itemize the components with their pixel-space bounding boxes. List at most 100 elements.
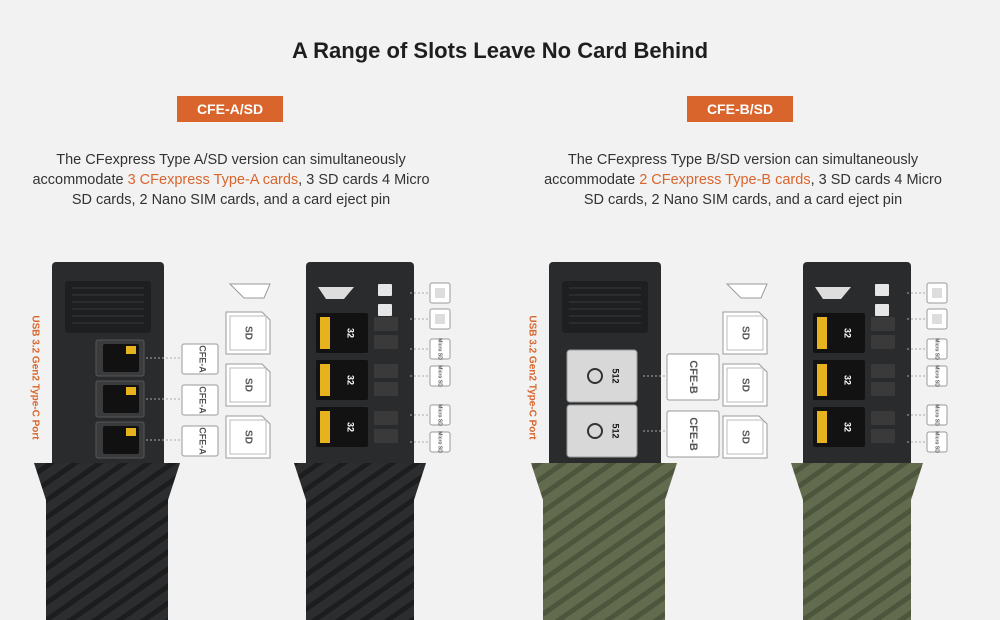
- description-text: The CFexpress Type A/SD version can simu…: [32, 152, 406, 188]
- card-outlines: CFE-B CFE-B SD SD SD: [666, 283, 768, 459]
- sd-outline-label: SD: [242, 378, 253, 392]
- sim-chip-icon: [435, 314, 445, 324]
- description-text: , 3 SD cards 4 Micro SD cards, 2 Nano SI…: [583, 172, 942, 208]
- description-highlight: 2 CFexpress Type-B cards: [639, 172, 811, 188]
- sd-outline-inner: [726, 315, 764, 351]
- card-label-sticker: [126, 387, 136, 395]
- sd-outline-inner: [229, 367, 267, 403]
- cfe-a-outline: [181, 425, 219, 457]
- grip-shape: [791, 463, 923, 620]
- cfe-b-outline-label: CFE-B: [687, 417, 699, 451]
- grip-shape: [34, 463, 180, 620]
- sd-outline: [722, 363, 768, 407]
- sd-outline-label: SD: [739, 326, 750, 340]
- micro-sd-slot: [374, 411, 398, 425]
- cfe-a-outline: [181, 343, 219, 375]
- sd-card-text: 32: [346, 422, 356, 432]
- micro-sd-outline: [926, 431, 948, 453]
- description-cfe-a: The CFexpress Type A/SD version can simu…: [21, 150, 441, 210]
- micro-sd-outline: [429, 338, 451, 360]
- sd-outline-inner: [726, 419, 764, 455]
- sd-card-text: 32: [843, 422, 853, 432]
- sd-outline-label: SD: [739, 430, 750, 444]
- micro-sd-slot: [871, 364, 895, 378]
- micro-sd-outline-label: Micro SD: [437, 404, 443, 426]
- cfe-b-outline: [666, 353, 720, 401]
- cfe-a-outline-label: CFE-A: [198, 345, 208, 373]
- description-text: , 3 SD cards 4 Micro SD cards, 2 Nano SI…: [71, 172, 430, 208]
- micro-sd-outline-label: Micro SD: [934, 431, 940, 453]
- card-label-sticker: [126, 428, 136, 436]
- card-logo-icon: [587, 368, 603, 384]
- micro-sd-slot: [871, 411, 895, 425]
- sd-card-text: 32: [346, 328, 356, 338]
- reader-front-grip: [34, 463, 180, 620]
- sim-chip-icon: [435, 288, 445, 298]
- micro-sd-outline: [926, 404, 948, 426]
- micro-sd-outline: [926, 338, 948, 360]
- card-label-sticker: [126, 346, 136, 354]
- cfe-a-outline-label: CFE-A: [198, 427, 208, 455]
- micro-sd-outline-label: Micro SD: [934, 338, 940, 360]
- grip-shape: [531, 463, 677, 620]
- micro-sd-outline-label: Micro SD: [934, 365, 940, 387]
- reader-front-grip: [531, 463, 677, 620]
- reader-back-grip: [294, 463, 426, 620]
- small-card-outlines: Micro SD Micro SD Micro SD Micro SD: [907, 282, 948, 453]
- page-title: A Range of Slots Leave No Card Behind: [291, 38, 709, 63]
- sd-outline: [722, 415, 768, 459]
- micro-sd-slot: [871, 317, 895, 331]
- micro-sd-slot: [374, 335, 398, 349]
- card-logo-icon: [587, 423, 603, 439]
- eject-pin: [318, 287, 354, 299]
- sim-card: [378, 304, 392, 316]
- micro-sd-outline-label: Micro SD: [934, 404, 940, 426]
- eject-pin-outline: [228, 283, 271, 299]
- micro-sd-slot: [374, 382, 398, 396]
- sim-card: [378, 284, 392, 296]
- sd-card-stripe: [817, 411, 827, 443]
- sd-card-stripe: [817, 364, 827, 396]
- eject-pin-outline: [725, 283, 768, 299]
- sd-outline-label: SD: [739, 378, 750, 392]
- sd-card-text: 32: [346, 375, 356, 385]
- sd-outline-inner: [726, 367, 764, 403]
- sim-card: [875, 284, 889, 296]
- sd-card-stripe: [817, 317, 827, 349]
- sd-outline-label: SD: [242, 430, 253, 444]
- sd-card-stripe: [320, 364, 330, 396]
- reader-back: 32 32 32: [306, 262, 414, 467]
- description-cfe-b: The CFexpress Type B/SD version can simu…: [533, 150, 953, 210]
- micro-sd-slot: [374, 317, 398, 331]
- micro-sd-outline-label: Micro SD: [437, 338, 443, 360]
- sd-card-text: 32: [843, 375, 853, 385]
- cfe-a-outline-label: CFE-A: [198, 386, 208, 414]
- sd-outline: [722, 311, 768, 355]
- sim-chip-icon: [932, 314, 942, 324]
- cfe-b-outline: [666, 410, 720, 458]
- cfe-b-outline-label: CFE-B: [687, 360, 699, 394]
- card-outlines: CFE-A CFE-A CFE-A SD SD SD: [181, 283, 271, 459]
- sd-outline: [225, 311, 271, 355]
- reader-back: 32 32 32: [803, 262, 911, 467]
- grip-shape: [294, 463, 426, 620]
- sd-outline-label: SD: [242, 326, 253, 340]
- micro-sd-slot: [871, 382, 895, 396]
- eject-pin: [815, 287, 851, 299]
- cfe-b-card-text: 512: [611, 423, 621, 438]
- sd-outline: [225, 363, 271, 407]
- micro-sd-outline: [429, 431, 451, 453]
- sim-chip-icon: [932, 288, 942, 298]
- sd-card-stripe: [320, 411, 330, 443]
- reader-front: [52, 262, 182, 467]
- micro-sd-slot: [374, 429, 398, 443]
- micro-sd-slot: [871, 429, 895, 443]
- sd-card-text: 32: [843, 328, 853, 338]
- micro-sd-outline-label: Micro SD: [437, 365, 443, 387]
- cfe-a-outline: [181, 384, 219, 416]
- micro-sd-outline: [926, 365, 948, 387]
- description-text: The CFexpress Type B/SD version can simu…: [544, 152, 919, 188]
